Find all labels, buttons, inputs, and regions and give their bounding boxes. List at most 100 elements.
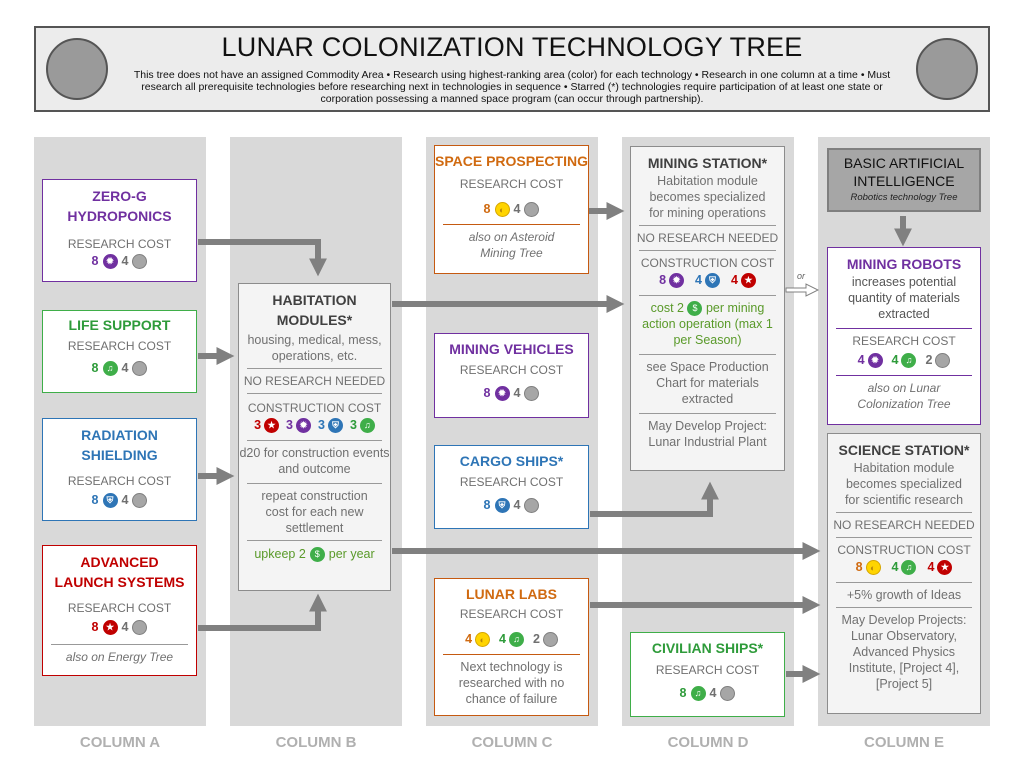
gear-icon: ✹ bbox=[296, 417, 311, 433]
node-title: MINING VEHICLES bbox=[449, 341, 574, 357]
arrow-cargo bbox=[590, 481, 719, 517]
divider bbox=[836, 512, 972, 513]
leaf-icon: ♫ bbox=[901, 559, 917, 575]
research-cost: 4✹ 4♫ 2 bbox=[828, 351, 980, 369]
node-civilian-ships[interactable]: CIVILIAN SHIPS* RESEARCH COST 8♫ 4 bbox=[630, 632, 785, 717]
or-label: or bbox=[797, 271, 806, 281]
projects-text: May Develop Projects: Lunar Observatory,… bbox=[841, 613, 967, 691]
star-icon: ★ bbox=[264, 417, 280, 433]
node-title: RADIATION SHIELDING bbox=[81, 427, 158, 463]
divider bbox=[639, 413, 776, 415]
shield-icon: ⛨ bbox=[494, 497, 510, 513]
generic-point-icon bbox=[935, 352, 951, 368]
node-note: also on Lunar Colonization Tree bbox=[857, 381, 951, 411]
money-icon: $ bbox=[687, 301, 703, 317]
node-title: MINING STATION* bbox=[647, 155, 768, 171]
research-cost-label: RESEARCH COST bbox=[67, 339, 172, 353]
divider bbox=[443, 654, 580, 655]
node-science-station[interactable]: SCIENCE STATION* Habitation module becom… bbox=[827, 433, 981, 714]
research-cost: 8✹ 4 bbox=[435, 384, 588, 402]
lightbulb-icon: ◐ bbox=[494, 201, 510, 217]
research-cost-label: RESEARCH COST bbox=[459, 177, 564, 191]
generic-point-icon bbox=[524, 201, 540, 217]
construction-cost-label: CONSTRUCTION COST bbox=[640, 256, 775, 270]
column-label: COLUMN D bbox=[667, 734, 749, 751]
node-life-support[interactable]: LIFE SUPPORT RESEARCH COST 8♫ 4 bbox=[42, 310, 197, 393]
node-description: Habitation module becomes specialized fo… bbox=[649, 174, 766, 220]
research-cost: 4◐ 4♫ 2 bbox=[435, 630, 588, 648]
divider bbox=[443, 224, 580, 225]
research-cost: 8★ 4 bbox=[43, 618, 196, 636]
divider bbox=[639, 225, 776, 226]
construction-cost: 3★ 3✹ 3⛨ 3♫ bbox=[239, 416, 390, 434]
node-title: CARGO SHIPS* bbox=[459, 453, 564, 469]
generic-point-icon bbox=[524, 497, 540, 513]
ideas-text: +5% growth of Ideas bbox=[846, 588, 962, 602]
repeat-text: repeat construction cost for each new se… bbox=[261, 489, 368, 535]
research-cost-label: RESEARCH COST bbox=[67, 601, 172, 615]
generic-point-icon bbox=[132, 253, 148, 269]
page-description: This tree does not have an assigned Comm… bbox=[133, 69, 891, 105]
divider bbox=[836, 328, 972, 329]
node-note: Robotics technology Tree bbox=[850, 192, 958, 203]
arrow-zero-g bbox=[198, 239, 327, 277]
divider bbox=[247, 368, 382, 369]
leaf-icon: ♫ bbox=[901, 352, 917, 368]
divider bbox=[51, 644, 188, 645]
gear-icon: ✹ bbox=[867, 352, 883, 368]
generic-point-icon bbox=[132, 619, 148, 635]
column-label: COLUMN B bbox=[275, 734, 357, 751]
node-title: ADVANCED LAUNCH SYSTEMS bbox=[54, 554, 185, 590]
arrow-launch bbox=[198, 593, 327, 631]
divider bbox=[247, 440, 382, 441]
node-title: HABITATION MODULES* bbox=[272, 292, 357, 328]
node-radiation-shielding[interactable]: RADIATION SHIELDING RESEARCH COST 8⛨ 4 bbox=[42, 418, 197, 521]
node-habitation-modules[interactable]: HABITATION MODULES* housing, medical, me… bbox=[238, 283, 391, 591]
node-description: housing, medical, mess, operations, etc. bbox=[247, 333, 382, 363]
node-cargo-ships[interactable]: CARGO SHIPS* RESEARCH COST 8⛨ 4 bbox=[434, 445, 589, 529]
divider bbox=[836, 607, 972, 608]
see-chart-text: see Space Production Chart for materials… bbox=[646, 360, 769, 407]
divider bbox=[639, 250, 776, 251]
project-text: May Develop Project: Lunar Industrial Pl… bbox=[648, 419, 767, 450]
page-title: LUNAR COLONIZATION TECHNOLOGY TREE bbox=[221, 32, 803, 62]
node-basic-ai[interactable]: BASIC ARTIFICIAL INTELLIGENCE Robotics t… bbox=[827, 148, 981, 212]
divider bbox=[247, 483, 382, 484]
generic-point-icon bbox=[720, 685, 736, 701]
research-cost-label: RESEARCH COST bbox=[459, 475, 564, 489]
construction-cost: 8◐ 4♫ 4★ bbox=[828, 558, 980, 576]
node-note: also on Asteroid Mining Tree bbox=[468, 230, 555, 260]
gear-icon: ✹ bbox=[102, 253, 118, 269]
money-icon: $ bbox=[309, 546, 325, 562]
construction-cost-label: CONSTRUCTION COST bbox=[247, 401, 382, 415]
shield-icon: ⛨ bbox=[327, 417, 343, 433]
research-cost-label: RESEARCH COST bbox=[459, 607, 564, 621]
node-mining-vehicles[interactable]: MINING VEHICLES RESEARCH COST 8✹ 4 bbox=[434, 333, 589, 418]
generic-point-icon bbox=[524, 385, 540, 401]
node-lunar-labs[interactable]: LUNAR LABS RESEARCH COST 4◐ 4♫ 2 Next te… bbox=[434, 578, 589, 716]
node-title: SCIENCE STATION* bbox=[838, 442, 970, 458]
column-label: COLUMN E bbox=[864, 734, 944, 751]
node-title: SPACE PROSPECTING bbox=[435, 153, 588, 169]
node-note: also on Energy Tree bbox=[65, 650, 174, 664]
research-cost: 8♫ 4 bbox=[43, 359, 196, 377]
leaf-icon: ♫ bbox=[359, 417, 375, 433]
generic-point-icon bbox=[542, 631, 558, 647]
gear-icon: ✹ bbox=[669, 272, 685, 288]
no-research-label: NO RESEARCH NEEDED bbox=[833, 518, 975, 532]
d20-text: d20 for construction events and outcome bbox=[239, 446, 390, 476]
node-mining-robots[interactable]: MINING ROBOTS increases potential quanti… bbox=[827, 247, 981, 425]
node-title: MINING ROBOTS bbox=[846, 256, 962, 272]
no-research-label: NO RESEARCH NEEDED bbox=[243, 374, 386, 388]
node-advanced-launch-systems[interactable]: ADVANCED LAUNCH SYSTEMS RESEARCH COST 8★… bbox=[42, 545, 197, 676]
node-zero-g-hydroponics[interactable]: ZERO-G HYDROPONICS RESEARCH COST 8✹ 4 bbox=[42, 179, 197, 282]
node-space-prospecting[interactable]: SPACE PROSPECTING RESEARCH COST 8◐ 4 als… bbox=[434, 145, 589, 274]
node-title: BASIC ARTIFICIAL INTELLIGENCE bbox=[843, 155, 965, 189]
node-mining-station[interactable]: MINING STATION* Habitation module become… bbox=[630, 146, 785, 471]
research-cost: 8◐ 4 bbox=[435, 200, 588, 218]
research-cost: 8♫ 4 bbox=[631, 684, 784, 702]
leaf-icon: ♫ bbox=[508, 631, 524, 647]
divider bbox=[836, 537, 972, 538]
lightbulb-icon: ◐ bbox=[475, 631, 491, 647]
construction-cost: 8✹ 4⛨ 4★ bbox=[631, 271, 784, 289]
